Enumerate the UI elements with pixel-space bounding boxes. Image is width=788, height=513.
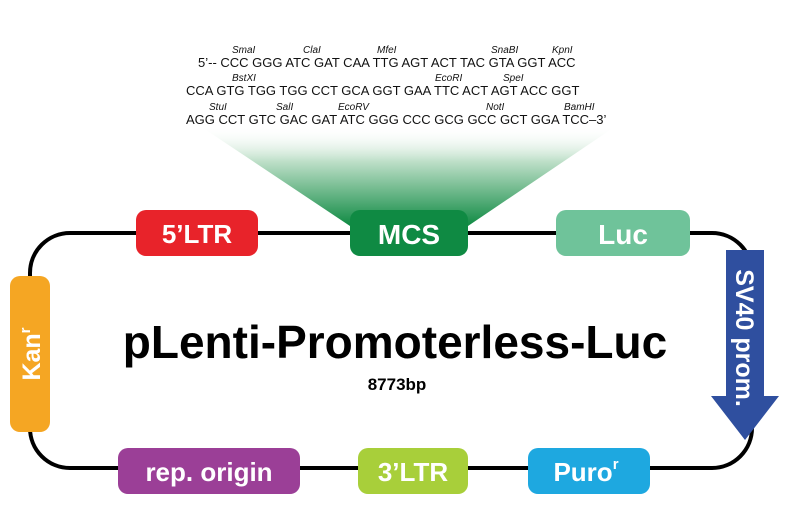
site-label-mfei: MfeI [377, 45, 397, 56]
feature-puro-box [528, 448, 650, 494]
feature-rep-origin-box [118, 448, 300, 494]
feature-luc-box [556, 210, 690, 256]
feature-sv40-label: SV40 prom. [730, 269, 758, 407]
site-label-smai: SmaI [232, 45, 256, 56]
site-label-kpni: KpnI [552, 45, 573, 56]
site-label-ecori: EcoRI [435, 73, 462, 84]
feature-3ltr-box [358, 448, 468, 494]
mcs-sequence-line-3: AGG CCT GTC GAC GAT ATC GGG CCC GCG GCC … [186, 112, 606, 127]
feature-5ltr-box [136, 210, 258, 256]
feature-5ltr-label: 5’LTR [162, 219, 233, 249]
feature-puro-label: Puror [553, 456, 618, 487]
site-label-spei: SpeI [503, 73, 524, 84]
feature-sv40-arrow [711, 250, 779, 440]
site-label-stui: StuI [209, 102, 227, 113]
feature-kan-box [10, 276, 50, 432]
site-label-snabi: SnaBI [491, 45, 518, 56]
mcs-sequence-line-2: CCA GTG TGG TGG CCT GCA GGT GAA TTC ACT … [186, 83, 580, 98]
feature-mcs-box [350, 210, 468, 256]
site-label-noti: NotI [486, 102, 505, 113]
feature-kan-text: Kan [18, 333, 46, 380]
feature-puro-text: Puro [553, 457, 612, 487]
site-label-ecorv: EcoRV [338, 102, 370, 113]
site-label-bamhi: BamHI [564, 102, 595, 113]
feature-kan-label: Kanr [17, 327, 46, 380]
feature-puro-superscript: r [613, 456, 619, 473]
mcs-sequence: SmaI ClaI MfeI SnaBI KpnI 5’-- CCC GGG A… [186, 45, 606, 127]
feature-kan-superscript: r [17, 327, 34, 333]
site-label-sali: SalI [276, 102, 293, 113]
site-label-bstxi: BstXI [232, 73, 256, 84]
feature-3ltr-label: 3’LTR [378, 457, 449, 487]
site-label-clai: ClaI [303, 45, 321, 56]
feature-luc-label: Luc [598, 219, 648, 250]
plasmid-title: pLenti-Promoterless-Luc [123, 316, 667, 368]
feature-mcs-label: MCS [378, 219, 440, 250]
feature-rep-origin-label: rep. origin [145, 457, 272, 487]
mcs-expansion-fan [200, 126, 616, 226]
mcs-sequence-line-1: 5’-- CCC GGG ATC GAT CAA TTG AGT ACT TAC… [198, 55, 576, 70]
plasmid-size: 8773bp [368, 375, 427, 394]
